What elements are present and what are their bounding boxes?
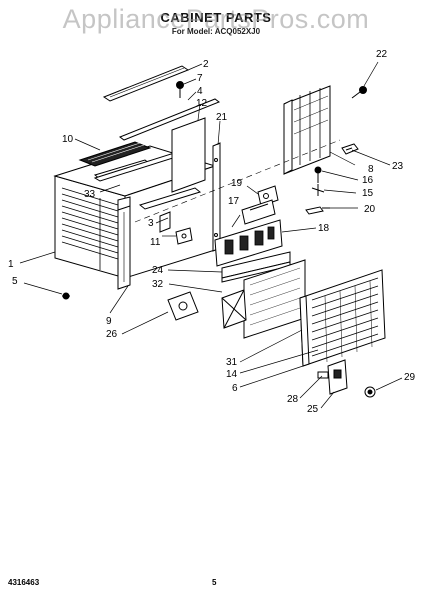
callout-16: 16 [362,175,374,186]
top-strip [102,65,190,102]
knob-28 [317,371,329,379]
panel-12 [171,117,206,193]
callout-26: 26 [106,329,118,340]
screw-15 [311,184,325,196]
window-panel-8 [283,85,331,175]
callout-9: 9 [106,316,112,327]
part-26 [167,291,199,321]
callout-19: 19 [231,178,243,189]
bracket-21 [212,142,221,252]
leader-lines [19,61,403,409]
callout-33: 33 [84,189,96,200]
callout-18: 18 [318,223,330,234]
callout-4: 4 [197,86,203,97]
callout-3: 3 [148,218,154,229]
foot-5 [62,292,70,300]
part-17 [241,199,276,225]
callout-14: 14 [226,369,238,380]
callout-labels: 2 7 4 12 21 10 33 3 11 1 5 9 26 32 24 17… [8,49,416,415]
screw-7 [176,81,184,98]
callout-31: 31 [226,357,238,368]
callout-10: 10 [62,134,74,145]
model-subtitle: For Model: ACQ052XJ0 [171,27,261,36]
callout-1: 1 [8,259,14,270]
callout-12: 12 [196,98,208,109]
callout-28: 28 [287,394,299,405]
callout-7: 7 [197,73,203,84]
wire-frame-32 [221,289,247,329]
callout-32: 32 [152,279,164,290]
callout-29: 29 [404,372,416,383]
callout-24: 24 [152,265,164,276]
callout-15: 15 [362,188,374,199]
callout-11: 11 [150,237,161,248]
document-number: 4316463 [8,578,40,587]
callout-6: 6 [232,383,238,394]
front-grille [299,269,386,367]
part-19 [257,185,279,207]
callout-23: 23 [392,161,404,172]
callout-17: 17 [228,196,240,207]
callout-21: 21 [216,112,228,123]
control-bracket-18 [214,219,283,267]
control-plate-25 [327,359,348,395]
screw-22 [351,86,367,99]
rail-4 [118,98,221,141]
page-number: 5 [212,578,217,587]
callout-8: 8 [368,164,374,175]
screw-16 [314,166,322,183]
base-assembly [138,187,202,245]
callout-25: 25 [307,404,319,415]
side-strip-9 [117,205,131,290]
part-20 [305,206,330,215]
clip-23 [341,143,359,155]
callout-5: 5 [12,276,18,287]
callout-20: 20 [364,204,376,215]
callout-2: 2 [203,59,209,70]
page-title: CABINET PARTS [160,10,272,25]
knob-29 [364,386,376,398]
callout-22: 22 [376,49,388,60]
